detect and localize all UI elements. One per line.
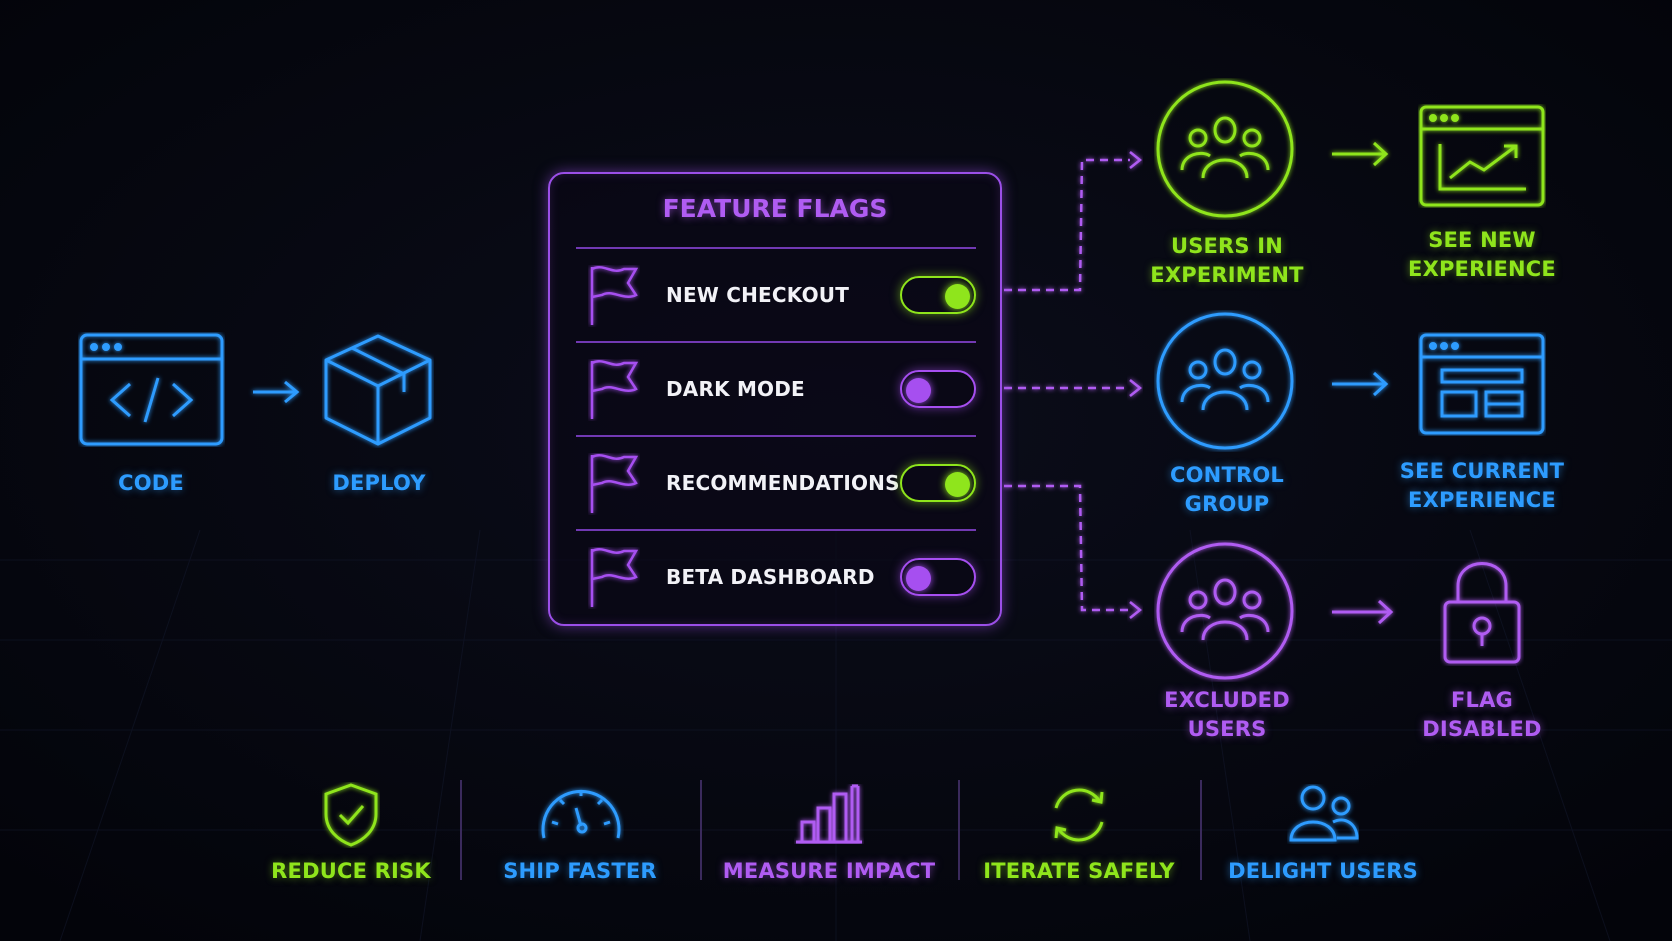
- outcome-label-line: EXPERIENCE: [1408, 257, 1556, 281]
- floor-grid: [0, 529, 1672, 941]
- panel-title: FEATURE FLAGS: [662, 194, 888, 223]
- flag-icon: [590, 454, 639, 513]
- arrow-code-deploy: [253, 380, 300, 404]
- outcome-label-disabled: FLAG DISABLED: [1422, 686, 1541, 744]
- segment-label-line: EXPERIMENT: [1150, 263, 1304, 287]
- panel-connectors: [1004, 158, 1130, 612]
- segment-label-excluded: EXCLUDED USERS: [1164, 686, 1290, 744]
- flag-row-beta-dashboard: BETA DASHBOARD: [576, 531, 976, 623]
- refresh-icon: [1054, 788, 1104, 842]
- package-box-icon: [324, 334, 432, 446]
- chart-window-icon: [1419, 105, 1545, 207]
- flag-name: BETA DASHBOARD: [666, 565, 875, 589]
- outcome-label-line: SEE NEW: [1428, 228, 1536, 252]
- toggle-knob: [906, 378, 931, 403]
- toggle-knob: [945, 472, 970, 497]
- segment-label-line: USERS: [1187, 717, 1267, 741]
- benefit-label: SHIP FASTER: [503, 859, 657, 883]
- deploy-label: DEPLOY: [332, 471, 426, 495]
- benefit-label: DELIGHT USERS: [1228, 859, 1418, 883]
- toggle-knob: [945, 284, 970, 309]
- code-window-icon: [79, 333, 224, 446]
- flag-icon: [590, 360, 639, 419]
- divider: [576, 341, 976, 343]
- users-in-experiment-icon: [1156, 80, 1294, 218]
- toggle-recommendations[interactable]: [900, 464, 976, 502]
- benefit-label: MEASURE IMPACT: [722, 859, 936, 883]
- segment-label-line: CONTROL: [1170, 463, 1284, 487]
- outcome-label-new: SEE NEW EXPERIENCE: [1408, 226, 1556, 284]
- toggle-knob: [906, 566, 931, 591]
- segment-label-line: EXCLUDED: [1164, 688, 1290, 712]
- code-label: CODE: [118, 471, 184, 495]
- divider: [576, 529, 976, 531]
- control-group-icon: [1156, 312, 1294, 450]
- separator: [700, 780, 702, 880]
- separator: [1200, 780, 1202, 880]
- flag-name: RECOMMENDATIONS: [666, 471, 900, 495]
- excluded-users-icon: [1156, 542, 1294, 680]
- flag-icon: [590, 266, 639, 325]
- flag-row-recommendations: RECOMMENDATIONS: [576, 437, 976, 529]
- outcome-label-current: SEE CURRENT EXPERIENCE: [1400, 457, 1564, 515]
- outcome-arrows: [1332, 141, 1394, 625]
- benefit-label: REDUCE RISK: [271, 859, 431, 883]
- flag-icon: [590, 548, 639, 607]
- divider: [576, 247, 976, 249]
- users-icon: [1289, 785, 1359, 842]
- flag-row-dark-mode: DARK MODE: [576, 343, 976, 435]
- outcome-label-line: DISABLED: [1422, 717, 1542, 741]
- flag-name: DARK MODE: [666, 377, 805, 401]
- outcome-label-line: FLAG: [1450, 688, 1514, 712]
- toggle-new-checkout[interactable]: [900, 276, 976, 314]
- feature-flags-panel: FEATURE FLAGS NEW CHECKOUT DARK MODE REC…: [548, 172, 1002, 626]
- bar-chart-icon: [796, 784, 862, 844]
- flag-row-new-checkout: NEW CHECKOUT: [576, 249, 976, 341]
- separator: [460, 780, 462, 880]
- shield-check-icon: [324, 783, 378, 847]
- toggle-beta-dashboard[interactable]: [900, 558, 976, 596]
- segment-label-control: CONTROL GROUP: [1170, 461, 1284, 519]
- benefit-label: ITERATE SAFELY: [983, 859, 1175, 883]
- toggle-dark-mode[interactable]: [900, 370, 976, 408]
- outcome-label-line: SEE CURRENT: [1399, 459, 1565, 483]
- layout-window-icon: [1419, 333, 1545, 435]
- lock-icon: [1443, 562, 1521, 664]
- flag-name: NEW CHECKOUT: [666, 283, 850, 307]
- segment-label-experiment: USERS IN EXPERIMENT: [1150, 232, 1303, 290]
- speedometer-icon: [541, 789, 621, 839]
- outcome-label-line: EXPERIENCE: [1408, 488, 1556, 512]
- panel-arrowheads: [1129, 151, 1143, 619]
- separator: [958, 780, 960, 880]
- divider: [576, 435, 976, 437]
- segment-label-line: USERS IN: [1170, 234, 1284, 258]
- segment-label-line: GROUP: [1184, 492, 1270, 516]
